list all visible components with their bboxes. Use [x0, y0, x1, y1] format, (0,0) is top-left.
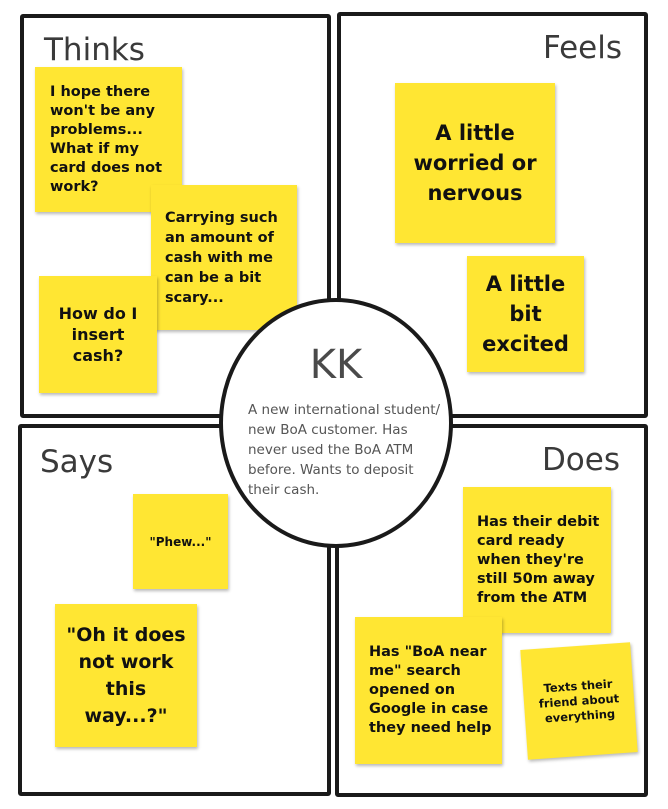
- sticky-note-text: "Phew...": [149, 534, 212, 549]
- sticky-note-text: A little bit excited: [482, 272, 569, 356]
- persona-circle: KK A new international student/ new BoA …: [219, 298, 453, 548]
- thinks-note-carrying-cash: Carrying such an amount of cash with me …: [151, 185, 297, 330]
- sticky-note-text: Texts their friend about everything: [538, 676, 620, 725]
- does-note-boa-search: Has "BoA near me" search opened on Googl…: [355, 617, 502, 764]
- sticky-note-text: "Oh it does not work this way...?": [66, 623, 186, 727]
- says-note-phew: "Phew...": [133, 494, 228, 589]
- feels-title: Feels: [542, 30, 622, 66]
- sticky-note-text: I hope there won't be any problems... Wh…: [50, 83, 163, 195]
- sticky-note-text: How do I insert cash?: [58, 304, 138, 365]
- does-note-texts-friend: Texts their friend about everything: [520, 642, 638, 760]
- sticky-note-text: Carrying such an amount of cash with me …: [165, 209, 278, 306]
- sticky-note-text: Has their debit card ready when they're …: [477, 513, 600, 606]
- persona-description: A new international student/ new BoA cus…: [248, 402, 441, 498]
- does-note-card-ready: Has their debit card ready when they're …: [463, 487, 611, 633]
- sticky-note-text: A little worried or nervous: [413, 121, 537, 205]
- says-note-does-not-work: "Oh it does not work this way...?": [55, 604, 197, 747]
- says-title: Says: [40, 444, 114, 480]
- sticky-note-text: Has "BoA near me" search opened on Googl…: [369, 644, 492, 736]
- feels-note-excited: A little bit excited: [467, 256, 584, 372]
- feels-note-worried: A little worried or nervous: [395, 83, 555, 243]
- does-title: Does: [541, 442, 620, 478]
- thinks-title: Thinks: [44, 32, 145, 68]
- thinks-note-insert-cash: How do I insert cash?: [39, 276, 157, 393]
- persona-name: KK: [309, 342, 363, 388]
